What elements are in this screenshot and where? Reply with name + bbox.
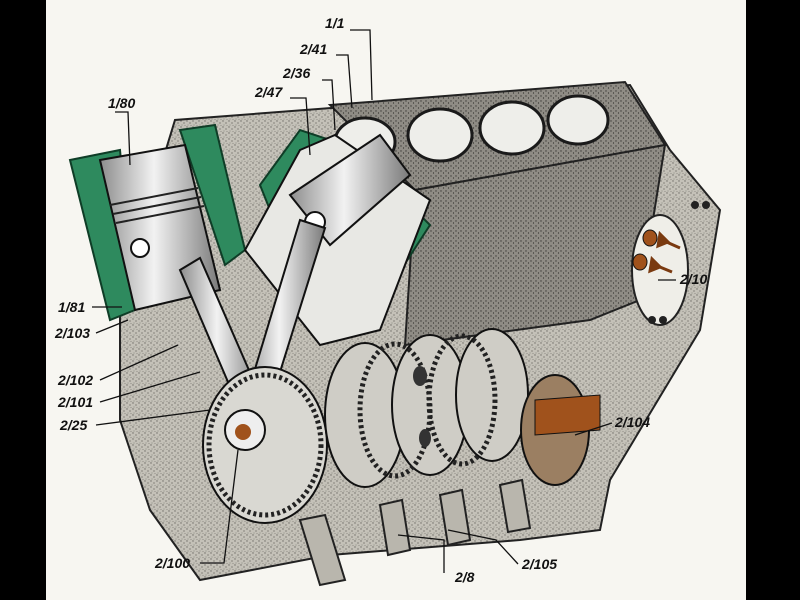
block-side-wall <box>403 143 667 347</box>
leader-lines <box>92 29 676 573</box>
callout-2-8: 2/8 <box>455 569 475 585</box>
main-bearing-caps <box>206 333 498 518</box>
callout-1-80: 1/80 <box>108 95 136 111</box>
callout-1-1: 1/1 <box>325 15 345 31</box>
callout-2-100: 2/100 <box>155 555 191 571</box>
callout-2-36: 2/36 <box>283 65 311 81</box>
callout-2-41: 2/41 <box>300 41 328 57</box>
callout-2-103: 2/103 <box>55 325 91 341</box>
callout-2-105: 2/105 <box>522 556 558 572</box>
callout-1-81: 1/81 <box>58 299 86 315</box>
callout-2-47: 2/47 <box>255 84 283 100</box>
callout-2-104: 2/104 <box>615 414 651 430</box>
cylinder-bores <box>333 94 610 168</box>
oil-hole <box>235 424 251 440</box>
oil-flow-arrows <box>648 230 681 274</box>
oil-gallery-upper <box>642 229 658 247</box>
crank-oil-hole-3 <box>419 429 431 447</box>
callout-2-25: 2/25 <box>60 417 88 433</box>
block-bolt-holes <box>648 201 710 324</box>
rear-main-seal <box>534 394 601 436</box>
callout-2-10: 2/10 <box>680 271 708 287</box>
lower-block-ribs <box>298 478 532 587</box>
oil-gallery-lower <box>632 253 648 271</box>
crank-oil-hole-2 <box>413 366 427 386</box>
callout-2-102: 2/102 <box>58 372 94 388</box>
callout-2-101: 2/101 <box>58 394 94 410</box>
